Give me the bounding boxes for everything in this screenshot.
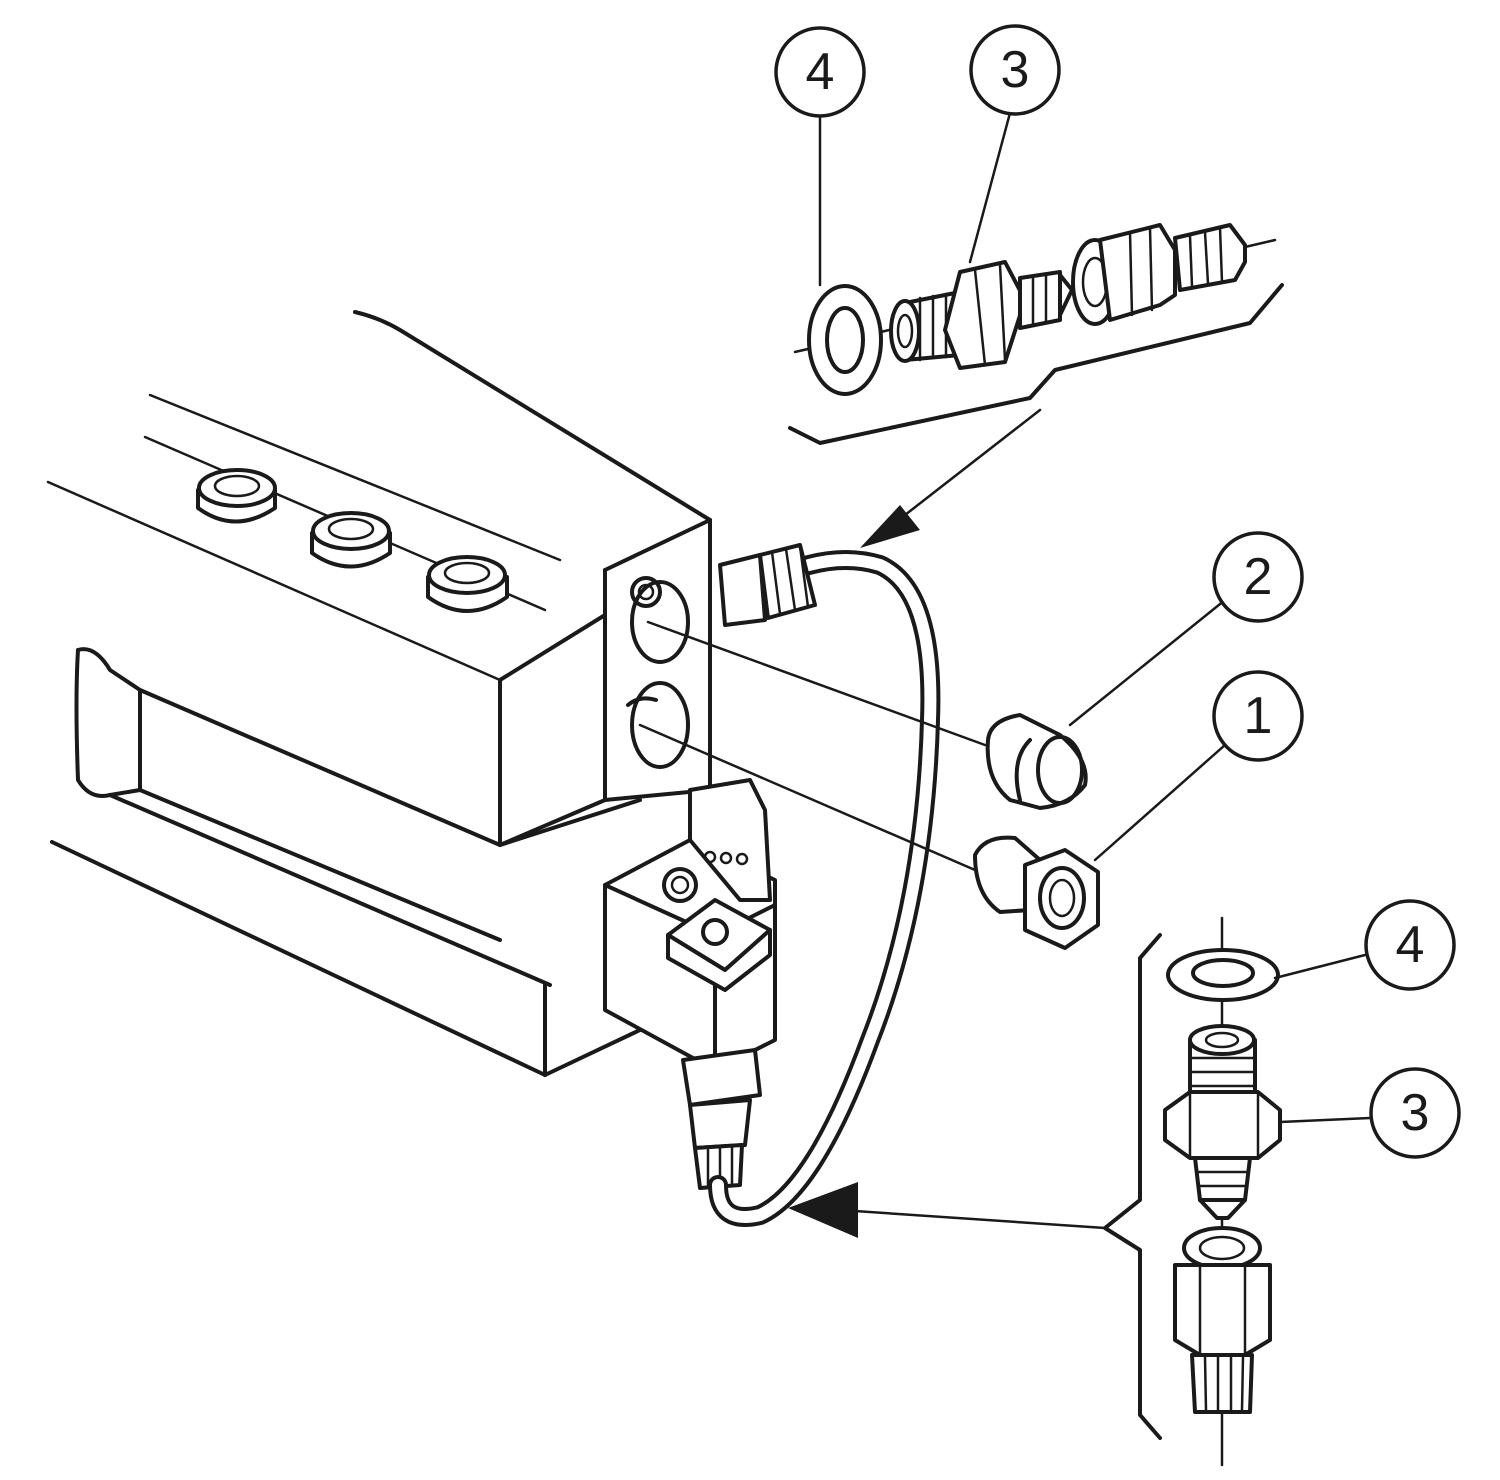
bolt-heads [196,468,509,613]
sealing-washer [1166,948,1280,1002]
callout-4-top: 4 [774,26,866,118]
hose-end-fitting [1173,1226,1272,1414]
callout-label: 3 [1001,41,1030,99]
port-plugs [638,598,1227,950]
connector-fitting [1163,1024,1282,1220]
callout-label: 4 [806,43,835,101]
sealing-washer [807,284,883,396]
callout-label: 4 [1396,916,1425,974]
hose-end-fitting [1071,223,1247,326]
callout-1: 1 [1212,670,1304,762]
plug-with-nut [973,835,1100,950]
callout-3-right: 3 [1369,1067,1461,1159]
right-exploded-view [788,916,1372,1467]
bolt-head [310,511,392,569]
callout-label: 1 [1244,687,1273,745]
plug [985,713,1088,810]
connector-fitting [889,260,1074,370]
top-exploded-view [788,110,1284,548]
callout-3-top: 3 [969,24,1061,116]
callout-label: 2 [1244,548,1273,606]
callout-label: 3 [1401,1084,1430,1142]
bolt-head [426,555,509,613]
hose [708,543,941,1227]
valve-body [603,778,777,1190]
callout-4-right: 4 [1364,899,1456,991]
callout-2: 2 [1212,531,1304,623]
bolt-head [196,468,277,524]
manifold-block [46,310,712,1077]
